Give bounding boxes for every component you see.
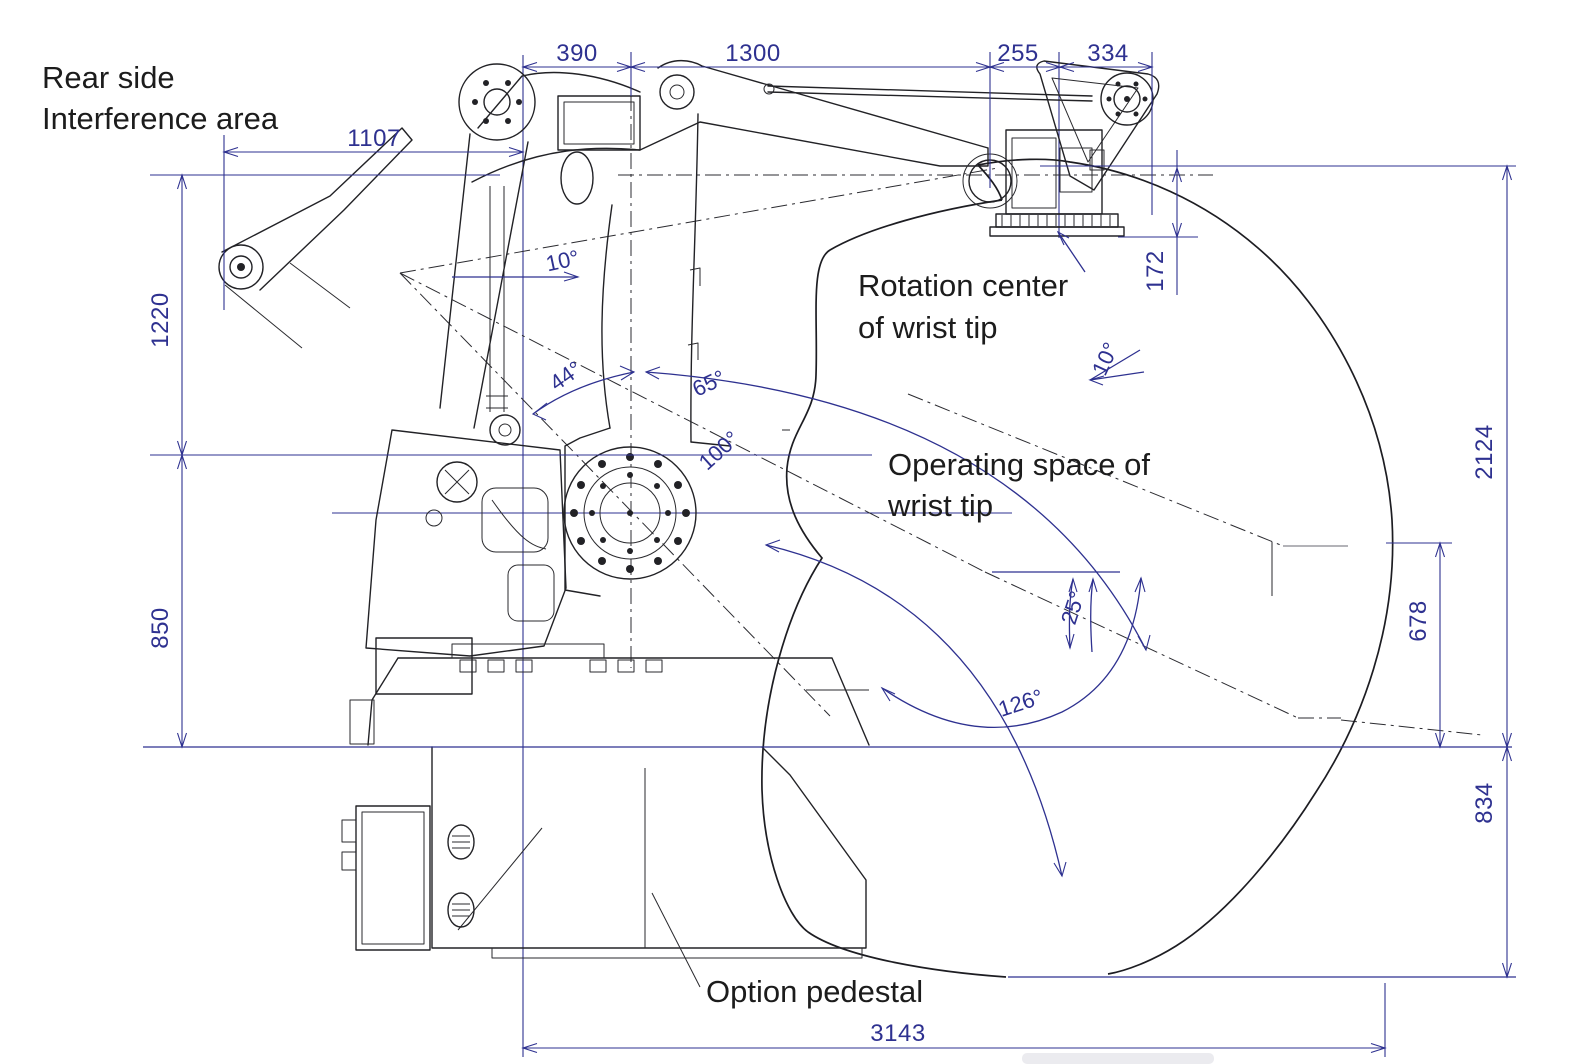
dim-678: 678 (1405, 600, 1432, 642)
angle-65: 65° (688, 365, 729, 402)
robot-body-linework (218, 59, 1160, 959)
dim-834: 834 (1471, 782, 1498, 824)
dim-1300: 1300 (725, 40, 780, 67)
option-pedestal-block (341, 746, 867, 959)
forearm (564, 113, 731, 597)
dim-1107: 1107 (347, 125, 401, 152)
rear-side-label-line2: Interference area (42, 101, 279, 136)
operating-space-label-line2: wrist tip (887, 488, 993, 523)
option-pedestal-label: Option pedestal (706, 974, 923, 1009)
scrollbar-artifact (1022, 1053, 1214, 1064)
base-turntable (349, 637, 870, 746)
wrist-assembly (962, 60, 1160, 237)
angle-126: 126° (995, 684, 1046, 722)
dim-2124: 2124 (1471, 424, 1498, 479)
operating-space-label-line1: Operating space of (888, 447, 1150, 482)
dim-1220: 1220 (147, 292, 174, 347)
angle-44: 44° (545, 356, 587, 396)
dim-334: 334 (1087, 40, 1129, 67)
dim-390: 390 (556, 40, 598, 67)
angle-25: 25° (1056, 588, 1090, 627)
angle-10-right: 10° (1087, 338, 1124, 379)
leader-lines (651, 230, 1086, 988)
rear-interference-arm (218, 127, 413, 349)
dimension-system (143, 52, 1516, 1057)
annotation-text: Rear side Interference area Rotation cen… (42, 60, 1150, 1009)
dimension-text: 390 1300 255 334 1107 1220 850 172 2124 … (147, 40, 1498, 1047)
rotation-center-label-line1: Rotation center (858, 268, 1068, 303)
dim-3143: 3143 (870, 1020, 925, 1047)
rear-side-label-line1: Rear side (42, 60, 175, 95)
turret-body (365, 429, 567, 657)
dim-172: 172 (1142, 250, 1169, 292)
link-rod (439, 133, 529, 446)
dim-850: 850 (147, 607, 174, 649)
angle-100: 100° (694, 426, 745, 475)
rotation-center-label-line2: of wrist tip (858, 310, 998, 345)
boom-arm (458, 59, 1093, 205)
angle-10-upper: 10° (544, 245, 582, 276)
dim-255: 255 (997, 40, 1039, 67)
wrist-flange-disc (563, 446, 697, 580)
operating-envelope-curve (761, 158, 1394, 978)
